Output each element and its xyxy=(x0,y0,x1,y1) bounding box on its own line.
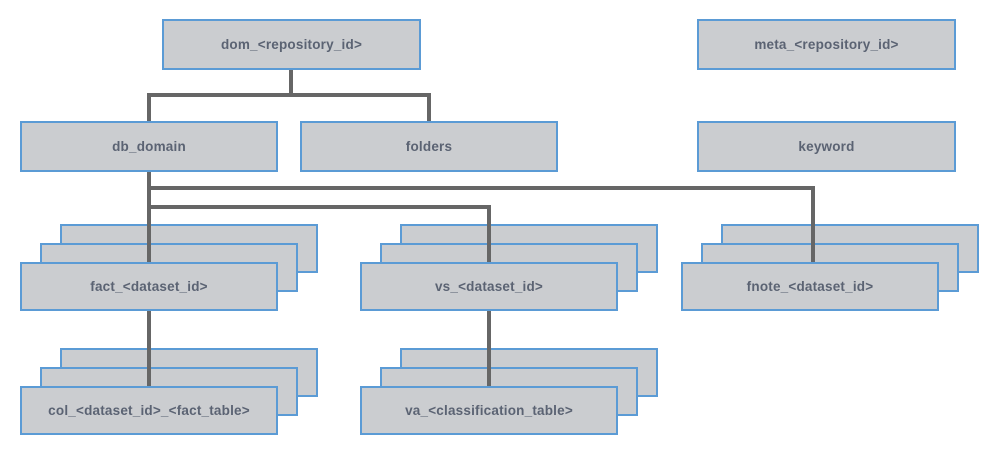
node-fnote-dataset-label: fnote_<dataset_id> xyxy=(746,279,874,294)
node-fnote-dataset: fnote_<dataset_id> xyxy=(681,262,939,311)
connector-drop-db-domain xyxy=(147,95,151,121)
node-keyword: keyword xyxy=(697,121,956,172)
node-keyword-label: keyword xyxy=(798,139,855,154)
node-va-classification-table: va_<classification_table> xyxy=(360,386,618,435)
node-col-dataset-fact-table: col_<dataset_id>_<fact_table> xyxy=(20,386,278,435)
node-db-domain-label: db_domain xyxy=(112,139,186,154)
node-meta-repository: meta_<repository_id> xyxy=(697,19,956,70)
node-vs-dataset: vs_<dataset_id> xyxy=(360,262,618,311)
node-fact-dataset-label: fact_<dataset_id> xyxy=(90,279,208,294)
node-fact-dataset: fact_<dataset_id> xyxy=(20,262,278,311)
connector-drop-fnote xyxy=(811,186,815,262)
connector-dbdomain-fnote-bar xyxy=(147,186,815,190)
connector-dom-stem xyxy=(289,70,293,97)
node-vs-dataset-label: vs_<dataset_id> xyxy=(434,279,544,294)
node-col-dataset-fact-table-label: col_<dataset_id>_<fact_table> xyxy=(48,403,250,418)
node-dom-repository: dom_<repository_id> xyxy=(162,19,421,70)
connector-dom-children-bar xyxy=(147,93,431,97)
node-meta-repository-label: meta_<repository_id> xyxy=(754,37,899,52)
node-db-domain: db_domain xyxy=(20,121,278,172)
node-folders-label: folders xyxy=(405,139,453,154)
connector-fact-col xyxy=(147,311,151,386)
connector-dbdomain-fact xyxy=(147,172,151,262)
node-va-classification-table-label: va_<classification_table> xyxy=(405,403,573,418)
node-dom-repository-label: dom_<repository_id> xyxy=(220,37,363,52)
connector-dbdomain-vs-bar xyxy=(147,205,491,209)
connector-drop-vs xyxy=(487,205,491,262)
connector-drop-folders xyxy=(427,95,431,121)
node-folders: folders xyxy=(300,121,558,172)
connector-vs-va xyxy=(487,311,491,386)
